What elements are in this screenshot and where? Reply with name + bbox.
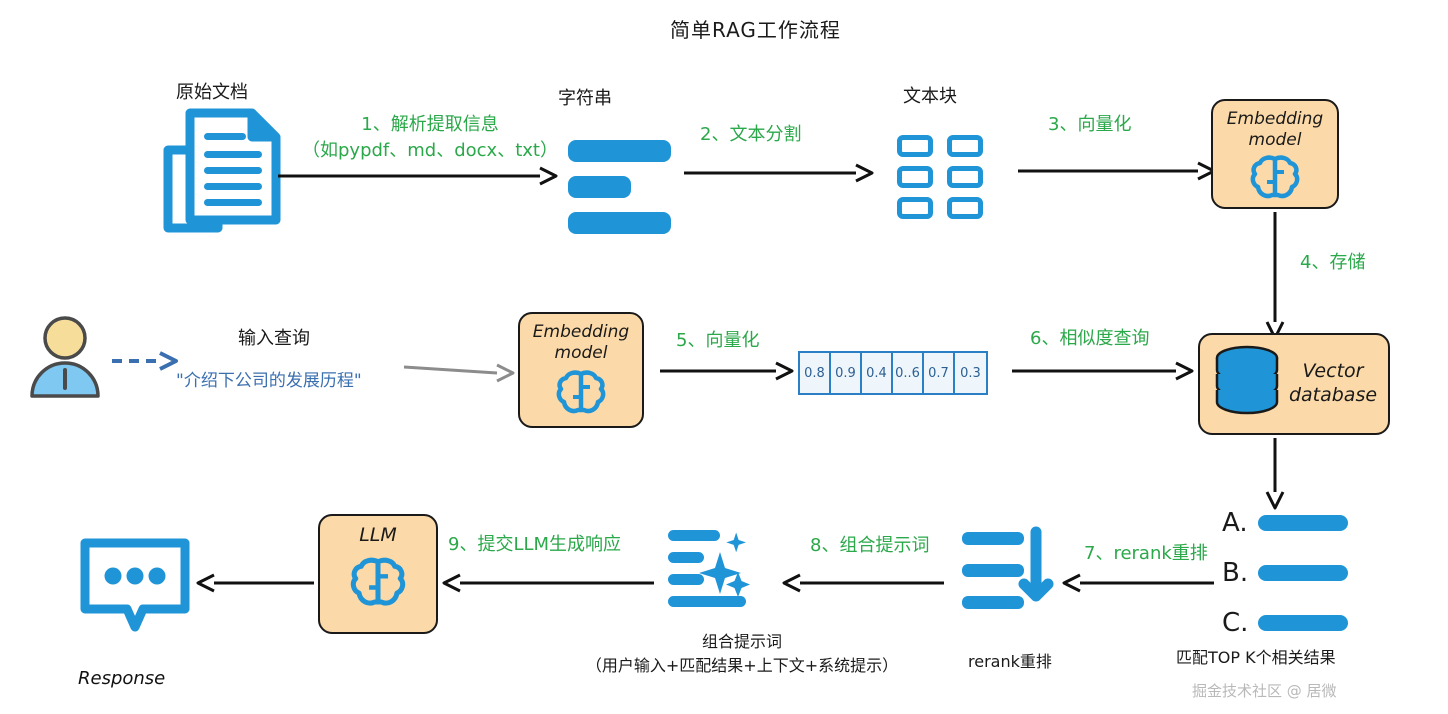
result-bar — [1258, 565, 1349, 581]
arrow-prompt-to-llm — [442, 572, 654, 594]
vector-cell: 0.7 — [924, 353, 955, 393]
arrow-rerank-to-prompt — [782, 572, 944, 594]
vector-cell: 0.3 — [955, 353, 986, 393]
response-bubble-icon — [76, 534, 194, 636]
page-title: 简单RAG工作流程 — [670, 18, 841, 42]
result-letter: C. — [1222, 608, 1249, 638]
arrow-embedding-to-vector — [660, 360, 794, 382]
step-6-label: 6、相似度查询 — [1030, 328, 1150, 349]
result-item: B. — [1222, 558, 1349, 588]
vector-database-box[interactable]: Vector database — [1198, 333, 1390, 435]
documents-icon — [160, 105, 290, 240]
step-1-label: 1、解析提取信息 （如pypdf、md、docx、txt） — [290, 112, 570, 164]
text-chunks-icon — [897, 135, 983, 219]
user-avatar-icon — [26, 312, 104, 398]
input-query-label: 输入查询 — [238, 328, 310, 349]
step-1-line1: 1、解析提取信息 — [361, 114, 499, 135]
step-1-line2: （如pypdf、md、docx、txt） — [302, 140, 558, 162]
prompt-caption-line2: （用户输入+匹配结果+上下文+系统提示） — [585, 656, 899, 675]
arrow-llm-to-response — [196, 572, 314, 594]
topk-results-list: A. B. C. — [1222, 508, 1349, 638]
embedding-model-box-top[interactable]: Embedding model — [1211, 99, 1339, 209]
embedding-model-box-query[interactable]: Embedding model — [518, 312, 644, 428]
result-letter: A. — [1222, 508, 1248, 538]
database-icon — [1211, 344, 1283, 424]
topk-caption: 匹配TOP K个相关结果 — [1176, 648, 1336, 667]
prompt-caption-line1: 组合提示词 — [701, 632, 782, 651]
arrow-embedding-to-db — [1264, 212, 1286, 340]
arrow-vector-to-db — [1012, 360, 1194, 382]
embedding-model-label-top: Embedding model — [1226, 109, 1324, 151]
string-bars-icon — [568, 140, 671, 234]
step-2-label: 2、文本分割 — [700, 124, 802, 145]
arrow-chunks-to-embedding — [1018, 160, 1216, 182]
result-bar — [1258, 615, 1349, 631]
prompt-compose-icon — [668, 528, 764, 616]
chunks-label: 文本块 — [903, 86, 957, 107]
vector-cell: 0..6 — [893, 353, 924, 393]
arrow-db-to-results — [1264, 438, 1286, 510]
vector-cell: 0.8 — [800, 353, 831, 393]
arrow-user-dashed — [112, 350, 178, 372]
result-letter: B. — [1222, 558, 1249, 588]
step-8-label: 8、组合提示词 — [810, 535, 930, 556]
arrow-query-to-embedding — [403, 362, 516, 384]
string-label: 字符串 — [558, 88, 612, 109]
embedding-model-label-query: Embedding model — [532, 322, 630, 364]
rerank-icon — [962, 526, 1054, 614]
vector-cell: 0.4 — [862, 353, 893, 393]
user-query-text: "介绍下公司的发展历程" — [176, 371, 362, 391]
step-7-label: 7、rerank重排 — [1084, 543, 1208, 564]
result-item: A. — [1222, 508, 1348, 538]
arrow-string-to-chunks — [684, 162, 874, 184]
step-3-label: 3、向量化 — [1048, 114, 1132, 135]
arrow-docs-to-string — [278, 165, 558, 187]
llm-label: LLM — [359, 524, 397, 546]
step-9-label: 9、提交LLM生成响应 — [448, 534, 622, 555]
result-item: C. — [1222, 608, 1349, 638]
vector-database-label: Vector database — [1288, 360, 1378, 406]
step-4-label: 4、存储 — [1300, 252, 1366, 273]
brain-icon — [1249, 154, 1301, 202]
result-bar — [1257, 515, 1348, 531]
step-5-label: 5、向量化 — [676, 330, 760, 351]
rerank-caption: rerank重排 — [968, 652, 1052, 671]
watermark: 掘金技术社区 @ 居微 — [1192, 682, 1337, 700]
vector-values: 0.8 0.9 0.4 0..6 0.7 0.3 — [798, 351, 988, 395]
prompt-caption: 组合提示词 （用户输入+匹配结果+上下文+系统提示） — [512, 630, 972, 678]
vector-cell: 0.9 — [831, 353, 862, 393]
arrow-results-to-rerank — [1062, 572, 1214, 594]
response-label: Response — [78, 668, 166, 689]
documents-label: 原始文档 — [176, 82, 248, 103]
brain-icon — [555, 369, 607, 417]
brain-icon — [349, 556, 407, 610]
llm-box[interactable]: LLM — [318, 514, 438, 634]
